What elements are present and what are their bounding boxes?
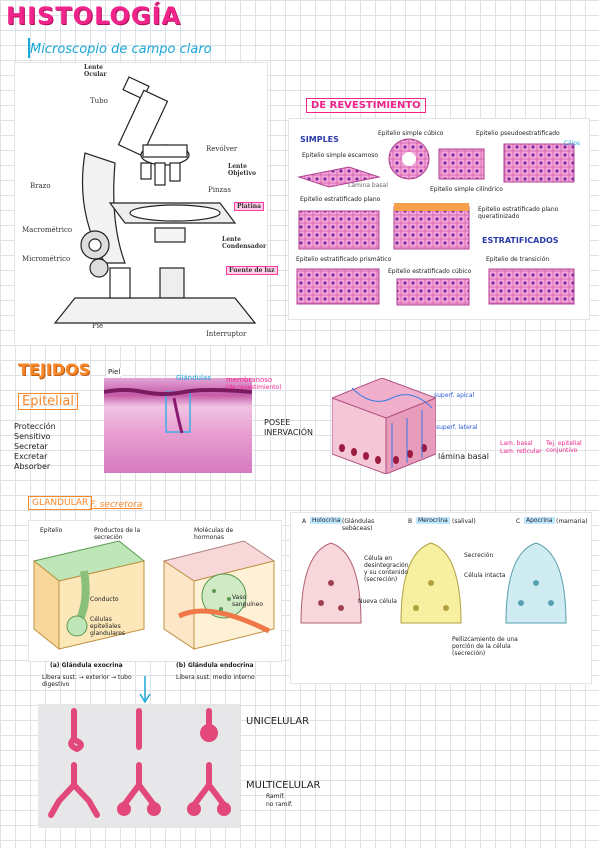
label-conducto: Conducto bbox=[90, 596, 119, 603]
function-item: Secretar bbox=[14, 442, 48, 451]
tejidos-heading: Tejidos bbox=[18, 360, 91, 379]
label-estr-plano: Epitelio estratificado plano bbox=[300, 196, 381, 203]
microscope-heading: Microscopio de campo claro bbox=[30, 42, 212, 57]
glands-drawing bbox=[32, 540, 276, 651]
label-ramif: Ramif. bbox=[266, 793, 285, 800]
label-estr-prismatico: Epitelio estratificado prismático bbox=[296, 256, 392, 263]
label-vaso: Vaso sanguíneo bbox=[232, 594, 264, 608]
label-lente-objetivo: Lente Objetivo bbox=[228, 163, 256, 177]
label-tej-conectivo: Tej. epitelial conjuntivo bbox=[546, 440, 582, 454]
label-lamina-basal: lámina basal bbox=[438, 452, 489, 461]
label-merocrina-letter: B bbox=[408, 518, 413, 525]
label-merocrina: Merocrina bbox=[416, 517, 450, 524]
glandular-heading: Glandular bbox=[28, 496, 93, 510]
label-pellizcamiento: Pellizcamiento de una porción de la célu… bbox=[452, 636, 518, 657]
label-brazo: Brazo bbox=[30, 182, 51, 190]
label-lam-basal: Lam. basal bbox=[500, 440, 533, 447]
label-simple-escamoso: Epitelio simple escamoso bbox=[302, 152, 379, 159]
label-celula-desint: Célula en desintegración y su contenido … bbox=[364, 555, 409, 583]
label-exocrina: (a) Glándula exocrina bbox=[50, 662, 123, 669]
revestimiento-heading: De revestimiento bbox=[306, 98, 426, 113]
label-membranoso-sub: (de revestimiento) bbox=[226, 384, 282, 391]
label-fuente-luz: Fuente de luz bbox=[226, 266, 278, 275]
heading-bracket bbox=[28, 38, 30, 58]
label-tubo: Tubo bbox=[90, 97, 108, 105]
label-apocrina: Apocrina bbox=[524, 517, 555, 524]
label-lamina-basal-1: Lámina basal bbox=[348, 182, 388, 189]
label-productos: Productos de la secreción bbox=[94, 527, 141, 541]
microscope-figure bbox=[14, 62, 268, 346]
label-superf-lateral: superf. lateral bbox=[436, 424, 478, 431]
label-revolver: Revólver bbox=[206, 145, 238, 153]
label-simple-cilindrico: Epitelio simple cilíndrico bbox=[430, 186, 503, 193]
label-holocrina-letter: A bbox=[302, 518, 307, 525]
label-holocrina: Holocrina bbox=[310, 517, 343, 524]
label-epitelio: Epitelio bbox=[40, 527, 63, 534]
gland-structures-drawing bbox=[48, 708, 231, 818]
label-funcion-secretora: F. secretora bbox=[90, 500, 143, 510]
label-platina: Platina bbox=[234, 202, 264, 211]
label-lente-condensador: Lente Condensador bbox=[222, 236, 267, 250]
label-lam-reticular: Lam. reticular bbox=[500, 448, 542, 455]
label-piel: Piel bbox=[106, 368, 123, 376]
label-membranoso: membranoso bbox=[226, 376, 273, 384]
label-holocrina-note: (Glándulas sebáceas) bbox=[342, 518, 375, 532]
label-apocrina-letter: C bbox=[516, 518, 521, 525]
page-title: HISTOLOGÍA bbox=[6, 2, 182, 30]
label-celula-intacta: Célula intacta bbox=[464, 572, 506, 579]
label-inervacion: Posee inervación bbox=[264, 418, 314, 437]
secretion-types-drawing bbox=[300, 542, 567, 624]
label-lente-ocular: Lente Ocular bbox=[84, 64, 107, 78]
label-estr-cubico: Epitelio estratificado cúbico bbox=[388, 268, 472, 275]
label-endocrina: (b) Glándula endocrina bbox=[176, 662, 254, 669]
label-celulas-epiteliales: Células epiteliales glandulares bbox=[90, 616, 126, 637]
label-multicelular: Multicelular bbox=[246, 780, 321, 791]
label-nueva-celula: Nueva célula bbox=[358, 598, 397, 605]
epithelium-drawing bbox=[296, 138, 575, 306]
label-estr-plano-quer: Epitelio estratificado plano queratiniza… bbox=[478, 206, 559, 220]
glands-figure bbox=[28, 520, 282, 662]
label-superf-apical: superf. apical bbox=[434, 392, 475, 399]
label-estratificados: ESTRATIFICADOS bbox=[482, 236, 559, 245]
function-item: Protección bbox=[14, 422, 56, 431]
label-apocrina-note: (mamaria) bbox=[556, 518, 588, 525]
skin-histology-image bbox=[104, 378, 252, 473]
label-glandulas: Glándulas bbox=[176, 374, 211, 382]
function-item: Sensitivo bbox=[14, 432, 51, 441]
label-libera-int: Libera sust. medio interno bbox=[176, 674, 255, 681]
skin-texture bbox=[104, 388, 252, 434]
label-pinzas: Pinzas bbox=[208, 186, 231, 194]
arrow-down-icon bbox=[139, 676, 151, 704]
label-interruptor: Interruptor bbox=[206, 330, 247, 338]
label-simple-cubico: Epitelio simple cúbico bbox=[378, 130, 444, 137]
epithelium-types-figure bbox=[288, 118, 590, 320]
label-no-ramif: no ramif. bbox=[266, 801, 293, 808]
label-pseudo: Epitelio pseudoestratificado bbox=[476, 130, 560, 137]
functions-list: Protección Sensitivo Secretar Excretar A… bbox=[14, 422, 56, 472]
label-simples: SIMPLES bbox=[300, 135, 339, 144]
label-libera-ext: Libera sust. → exterior → tubo digestivo bbox=[42, 674, 132, 688]
microscope-drawing bbox=[53, 76, 257, 324]
label-secrecion: Secreción bbox=[464, 552, 494, 559]
secretion-types-figure bbox=[290, 512, 592, 684]
function-item: Excretar bbox=[14, 452, 48, 461]
label-moleculas: Moléculas de hormonas bbox=[194, 527, 234, 541]
label-macrometrico: Macrométrico bbox=[22, 226, 73, 234]
label-cilios: Cilios bbox=[564, 140, 580, 147]
label-unicelular: Unicelular bbox=[246, 716, 310, 727]
label-merocrina-note: (salival) bbox=[452, 518, 476, 525]
label-transicion: Epitelio de transición bbox=[486, 256, 550, 263]
gland-structures-figure bbox=[38, 704, 240, 828]
function-item: Absorber bbox=[14, 462, 51, 471]
epitelial-heading: Epitelial bbox=[18, 393, 78, 410]
epithelium-3d-figure bbox=[332, 378, 436, 474]
label-micrometrico: Micrométrico bbox=[22, 255, 71, 263]
label-pie: Pie bbox=[92, 322, 104, 330]
epithelium-3d-drawing bbox=[332, 378, 436, 474]
